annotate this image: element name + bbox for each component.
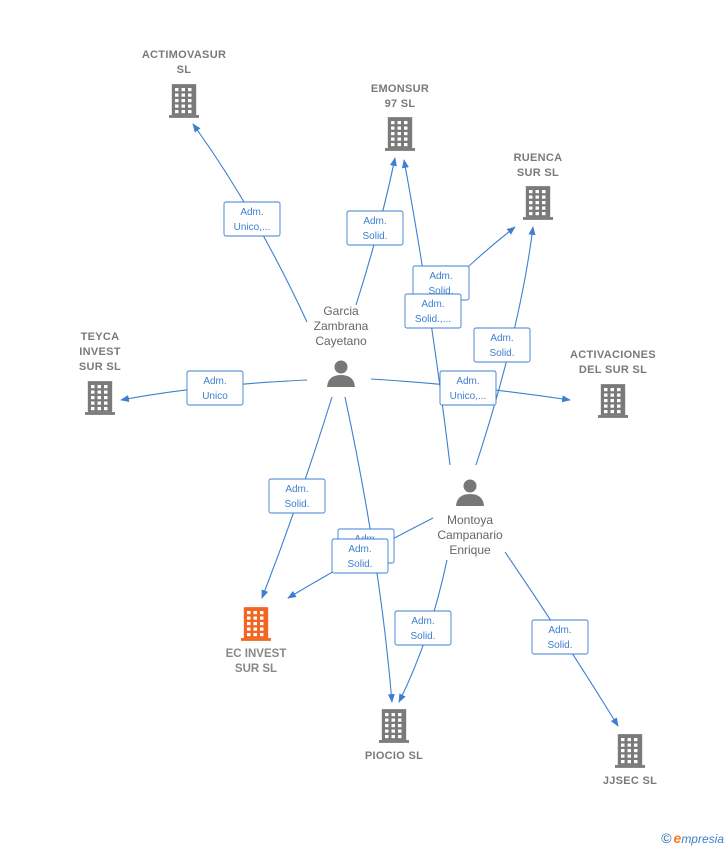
relation-label-r2[interactable]: Adm. Solid. [346,210,404,246]
relation-label-r11[interactable]: Adm. Solid. [394,610,452,646]
relation-text: Solid. [547,640,572,651]
building-windows [604,388,621,414]
company-label-line: RUENCA [514,152,563,164]
company-label-line: EMONSUR [371,83,429,95]
brand-initial: e [673,830,682,846]
company-label-line: SL [177,64,192,76]
relation-label-r6[interactable]: Adm. Unico [186,370,244,406]
person-label-line: Zambrana [314,319,369,333]
company-ecinvest[interactable]: EC INVEST SUR SL [226,607,287,675]
person-label-line: Campanario [437,528,503,542]
relation-text: Adm. [456,376,479,387]
relation-text: Solid. [284,499,309,510]
company-label-line: 97 SL [385,98,416,110]
person-label-line: Cayetano [315,334,367,348]
relation-label-r4[interactable]: Adm. Solid.,... [404,293,462,329]
company-label-line: SUR SL [235,663,277,675]
relation-label-r1[interactable]: Adm. Unico,... [223,201,281,237]
person-icon [456,479,484,506]
company-piocio[interactable]: PIOCIO SL [365,709,423,762]
building-windows [621,738,638,764]
brand-name: mpresia [681,832,724,846]
building-windows [247,611,264,637]
company-ruenca[interactable]: RUENCA SUR SL [514,152,563,220]
relation-label-r5[interactable]: Adm. Solid. [473,327,531,363]
relation-text: Unico [202,391,228,402]
company-label-line: SUR SL [79,361,121,373]
building-windows [391,121,408,147]
building-windows [91,385,108,411]
person-label-line: Montoya [447,513,493,527]
relation-label-r7[interactable]: Adm. Unico,... [439,370,497,406]
relation-text: Adm. [285,484,308,495]
relation-label-r8[interactable]: Adm. Solid. [268,478,326,514]
relation-text: Adm. [348,544,371,555]
company-label-line: INVEST [79,346,121,358]
relation-text: Solid. [362,231,387,242]
building-windows [175,88,192,114]
empresia-brand[interactable]: ©empresia [661,830,724,846]
building-windows [529,190,546,216]
company-jjsec[interactable]: JJSEC SL [603,734,657,787]
relation-text: Adm. [240,207,263,218]
copyright-icon: © [661,830,672,846]
relation-text: Adm. [429,271,452,282]
relation-text: Adm. [203,376,226,387]
relation-text: Solid. [428,286,453,297]
company-label-line: TEYCA [81,331,120,343]
company-label-line: ACTIMOVASUR [142,49,226,61]
relation-text: Solid.,... [415,314,451,325]
relation-text: Adm. [421,299,444,310]
company-label-line: ACTIVACIONES [570,349,656,361]
person-icon [327,360,355,387]
company-label-line: EC INVEST [226,648,287,660]
company-label-line: JJSEC SL [603,775,657,787]
company-teyca[interactable]: TEYCA INVEST SUR SL [79,331,121,415]
company-emonsur[interactable]: EMONSUR 97 SL [371,83,429,151]
relation-text: Solid. [410,631,435,642]
building-windows [385,713,402,739]
relation-text: Adm. [548,625,571,636]
relation-text: Unico,... [450,391,487,402]
relation-label-r12[interactable]: Adm. Solid. [531,619,589,655]
company-actimovasur[interactable]: ACTIMOVASUR SL [142,49,226,118]
relation-label-r3[interactable]: Adm. Solid. [412,265,470,301]
person-label-line: Enrique [449,543,491,557]
company-activaciones[interactable]: ACTIVACIONES DEL SUR SL [570,349,656,418]
relations-layer: Adm. Unico,... Adm. Solid. Adm. Solid. Adm. Sol… [186,201,589,655]
relation-text: Adm. [363,216,386,227]
company-label-line: DEL SUR SL [579,364,647,376]
company-label-line: SUR SL [517,167,559,179]
relation-text: Solid. [347,559,372,570]
relation-label-r10[interactable]: Adm. Solid. [331,538,389,574]
relation-text: Adm. [411,616,434,627]
company-label-line: PIOCIO SL [365,750,423,762]
person-label-line: Garcia [323,304,359,318]
relation-text: Solid. [489,348,514,359]
relation-text: Unico,... [234,222,271,233]
relation-text: Adm. [490,333,513,344]
